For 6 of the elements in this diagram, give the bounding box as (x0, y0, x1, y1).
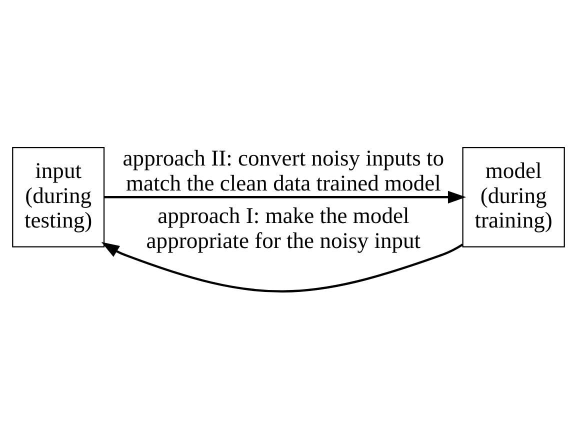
node-box: model (during training) (462, 146, 565, 247)
node-box: input (during testing) (12, 146, 105, 247)
edge-label: approach I: make the model appropriate for the noisy input (146, 202, 421, 252)
edge-label: approach II: convert noisy inputs to match the clean data trained model (122, 145, 444, 195)
arrow (104, 190, 466, 203)
arrow (101, 242, 464, 292)
